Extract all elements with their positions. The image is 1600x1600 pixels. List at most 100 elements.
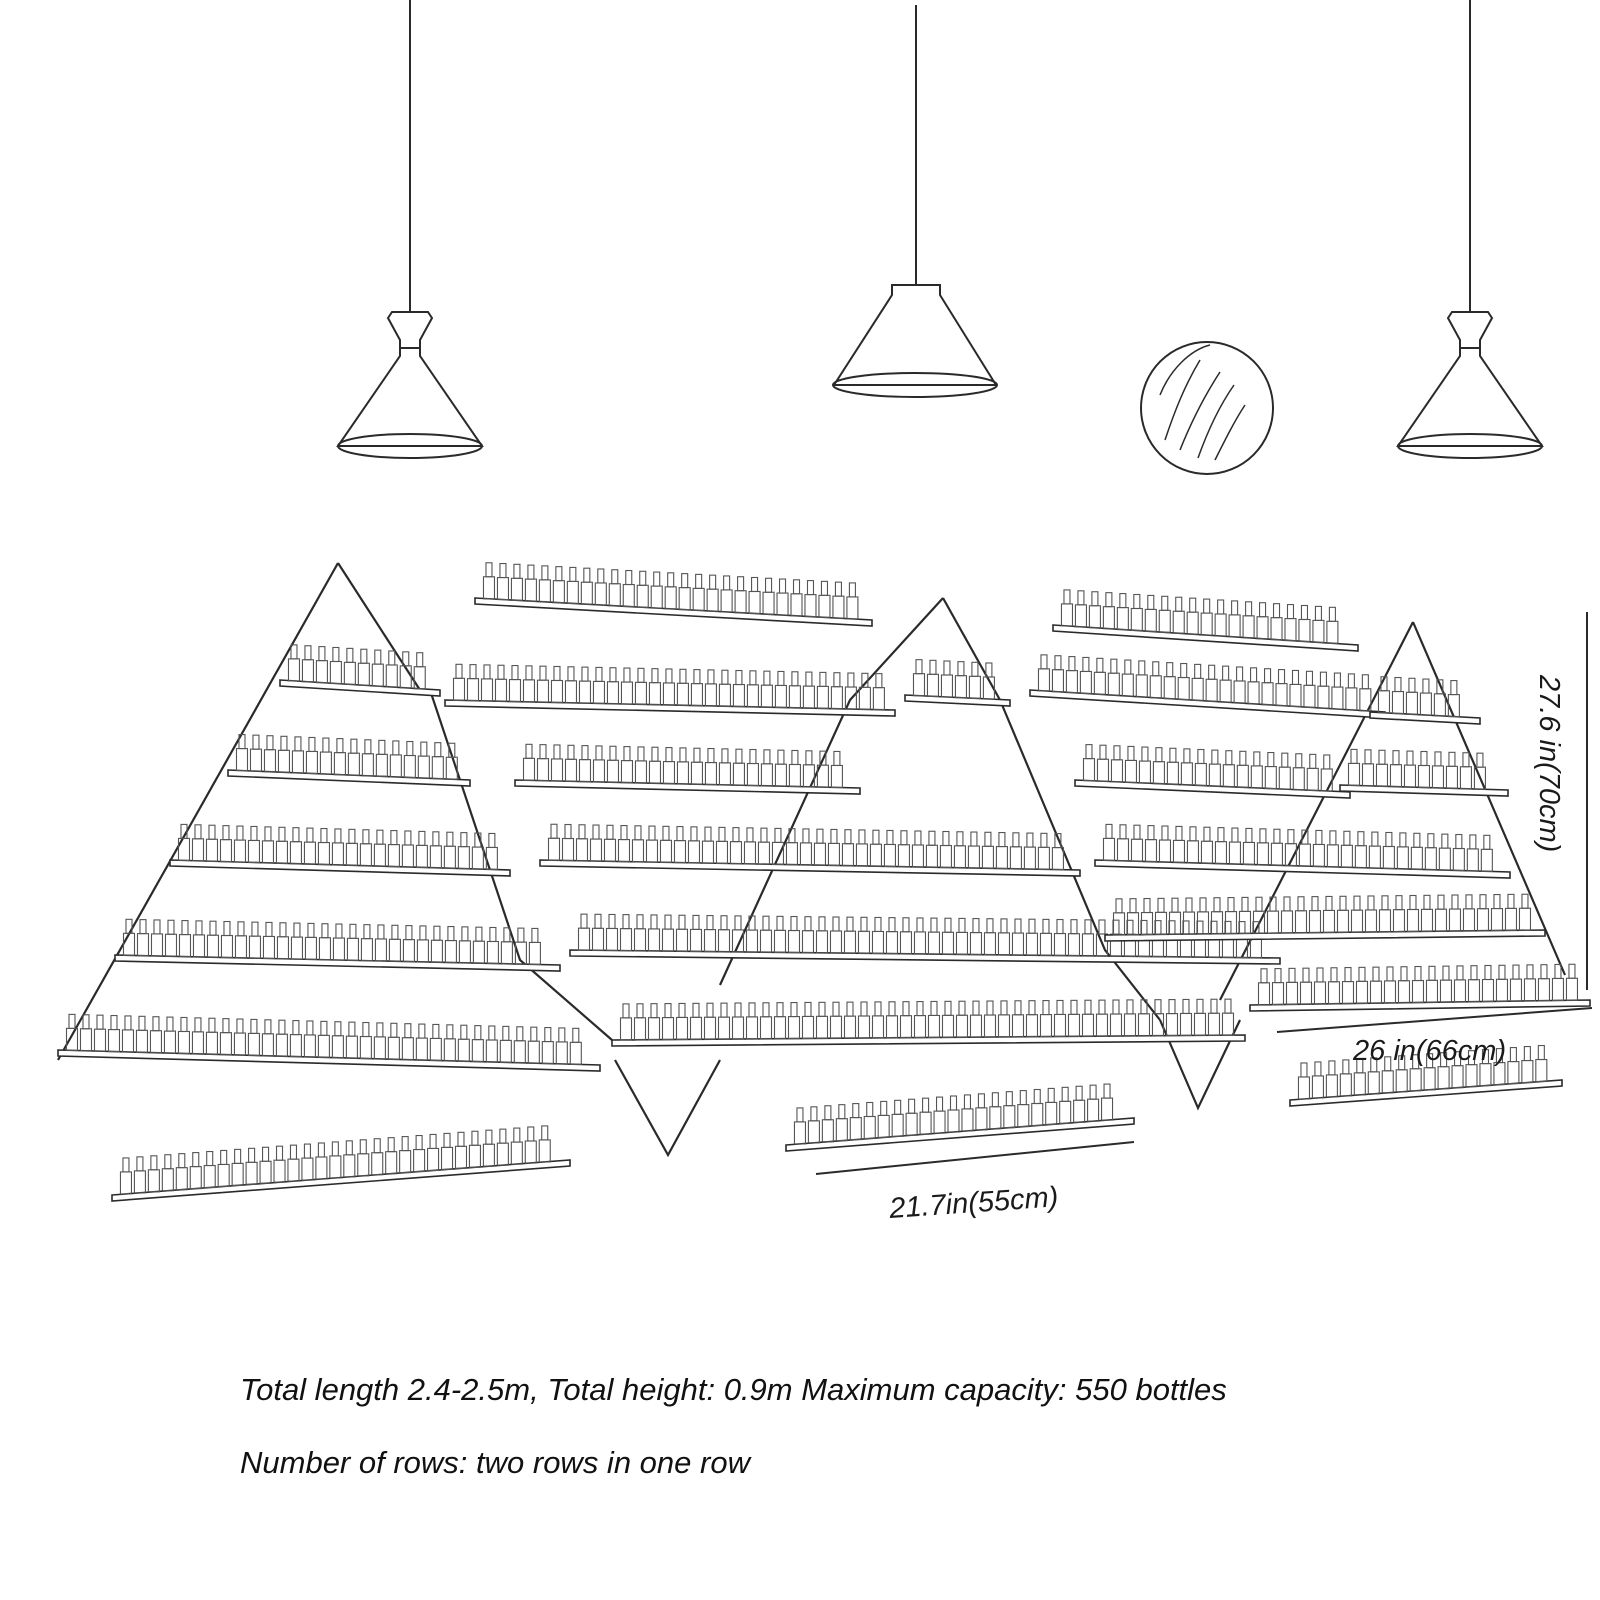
bottle-cap bbox=[734, 1002, 742, 1018]
polish-bottle bbox=[203, 1150, 216, 1189]
polish-bottle bbox=[927, 917, 941, 955]
bottle-body bbox=[1242, 841, 1255, 866]
polish-bottle bbox=[995, 832, 1008, 870]
polish-bottle bbox=[989, 1092, 1002, 1130]
bottle-cap bbox=[634, 825, 642, 841]
bottle-body bbox=[1425, 979, 1439, 1003]
bottle-body bbox=[1025, 1014, 1039, 1038]
polish-bottle bbox=[135, 1015, 149, 1053]
bottle-cap bbox=[1414, 965, 1422, 982]
bottle-body bbox=[787, 1016, 801, 1040]
bottle-body bbox=[731, 1016, 745, 1040]
bottle-cap bbox=[1119, 593, 1127, 609]
specs-caption-line-1: Total length 2.4-2.5m, Total height: 0.9… bbox=[240, 1372, 1227, 1407]
bottle-body bbox=[1257, 982, 1271, 1006]
polish-bottle bbox=[317, 827, 330, 866]
bottle-cap bbox=[136, 1156, 144, 1172]
bottle-cap bbox=[609, 667, 617, 683]
polish-bottle bbox=[1339, 1059, 1352, 1097]
polish-bottle bbox=[561, 823, 575, 862]
polish-bottle bbox=[389, 740, 402, 778]
polish-bottle bbox=[466, 664, 480, 702]
bottle-body bbox=[855, 843, 868, 867]
polish-bottle bbox=[524, 564, 537, 602]
bottle-body bbox=[1144, 839, 1158, 863]
polish-bottle bbox=[1298, 829, 1311, 867]
polish-bottle bbox=[1495, 964, 1509, 1002]
bottle-cap bbox=[805, 750, 813, 766]
bottle-body bbox=[317, 1034, 330, 1058]
bottle-cap bbox=[1286, 604, 1295, 620]
bottle-body bbox=[815, 930, 829, 954]
polish-bottle bbox=[1361, 749, 1375, 787]
polish-bottle bbox=[217, 1149, 230, 1188]
polish-bottle bbox=[578, 666, 592, 704]
bottle-cap bbox=[569, 566, 577, 582]
bottle-cap bbox=[1325, 895, 1333, 912]
bottle-cap bbox=[1203, 598, 1211, 614]
bottle-body bbox=[371, 1152, 384, 1176]
bottle-body bbox=[522, 757, 536, 781]
bottle-body bbox=[472, 940, 485, 964]
polish-bottle bbox=[385, 1137, 398, 1175]
bottle-body bbox=[1280, 910, 1294, 934]
bottle-body bbox=[1270, 617, 1283, 641]
bottle-body bbox=[631, 839, 645, 863]
polish-bottle bbox=[413, 1134, 426, 1173]
bottle-body bbox=[1275, 683, 1288, 707]
polish-bottle bbox=[1284, 604, 1297, 642]
polish-bottle bbox=[1264, 751, 1277, 790]
polish-bottle bbox=[676, 668, 689, 706]
bottle-cap bbox=[1344, 967, 1352, 983]
shelf bbox=[611, 998, 1246, 1047]
bottle-cap bbox=[830, 828, 838, 844]
bottle-body bbox=[1439, 979, 1453, 1003]
bottle-body bbox=[249, 748, 263, 772]
bottle-cap bbox=[583, 567, 591, 583]
shelf bbox=[1339, 748, 1509, 797]
polish-bottle bbox=[871, 916, 885, 955]
bottle-cap bbox=[1269, 896, 1277, 912]
dimension-lines bbox=[815, 612, 1593, 1175]
bottle-body bbox=[1312, 843, 1325, 868]
bottle-body bbox=[528, 941, 541, 965]
polish-bottle bbox=[1039, 918, 1053, 956]
bottle-cap bbox=[516, 1026, 524, 1042]
polish-bottle bbox=[468, 1130, 481, 1168]
bottle-cap bbox=[474, 832, 482, 848]
polish-bottle bbox=[1452, 833, 1465, 872]
bottle-cap bbox=[690, 826, 698, 842]
polish-bottle bbox=[941, 917, 955, 955]
bottle-cap bbox=[902, 917, 910, 933]
bottle-cap bbox=[1361, 674, 1369, 690]
bottle-cap bbox=[1099, 744, 1107, 760]
bottle-body bbox=[1298, 843, 1311, 867]
bottle-cap bbox=[1189, 826, 1197, 842]
bottle-body bbox=[717, 1016, 731, 1040]
bottle-cap bbox=[1357, 831, 1365, 847]
bottle-body bbox=[773, 929, 787, 953]
bottle-cap bbox=[234, 1148, 242, 1164]
polish-bottle bbox=[835, 1104, 848, 1142]
bottle-body bbox=[206, 934, 220, 958]
bottle-cap bbox=[1028, 918, 1036, 934]
bottle-cap bbox=[404, 830, 412, 846]
polish-bottle bbox=[954, 661, 967, 699]
bottle-body bbox=[863, 1115, 876, 1140]
polish-bottle bbox=[1102, 823, 1116, 861]
polish-bottle bbox=[759, 915, 773, 953]
bottle-cap bbox=[317, 1142, 325, 1158]
bottle-cap bbox=[1096, 657, 1104, 673]
bottle-body bbox=[802, 685, 815, 709]
bottle-cap bbox=[1455, 833, 1463, 850]
bottle-cap bbox=[846, 1001, 854, 1017]
bottle-body bbox=[1079, 670, 1092, 695]
polish-bottle bbox=[580, 567, 593, 605]
polish-bottle bbox=[1194, 748, 1207, 787]
bottle-cap bbox=[578, 824, 586, 840]
polish-bottle bbox=[147, 1155, 160, 1193]
bottle-cap bbox=[762, 1002, 770, 1018]
bottle-body bbox=[471, 1039, 484, 1063]
bottle-cap bbox=[567, 744, 575, 760]
bottle-body bbox=[746, 684, 759, 708]
